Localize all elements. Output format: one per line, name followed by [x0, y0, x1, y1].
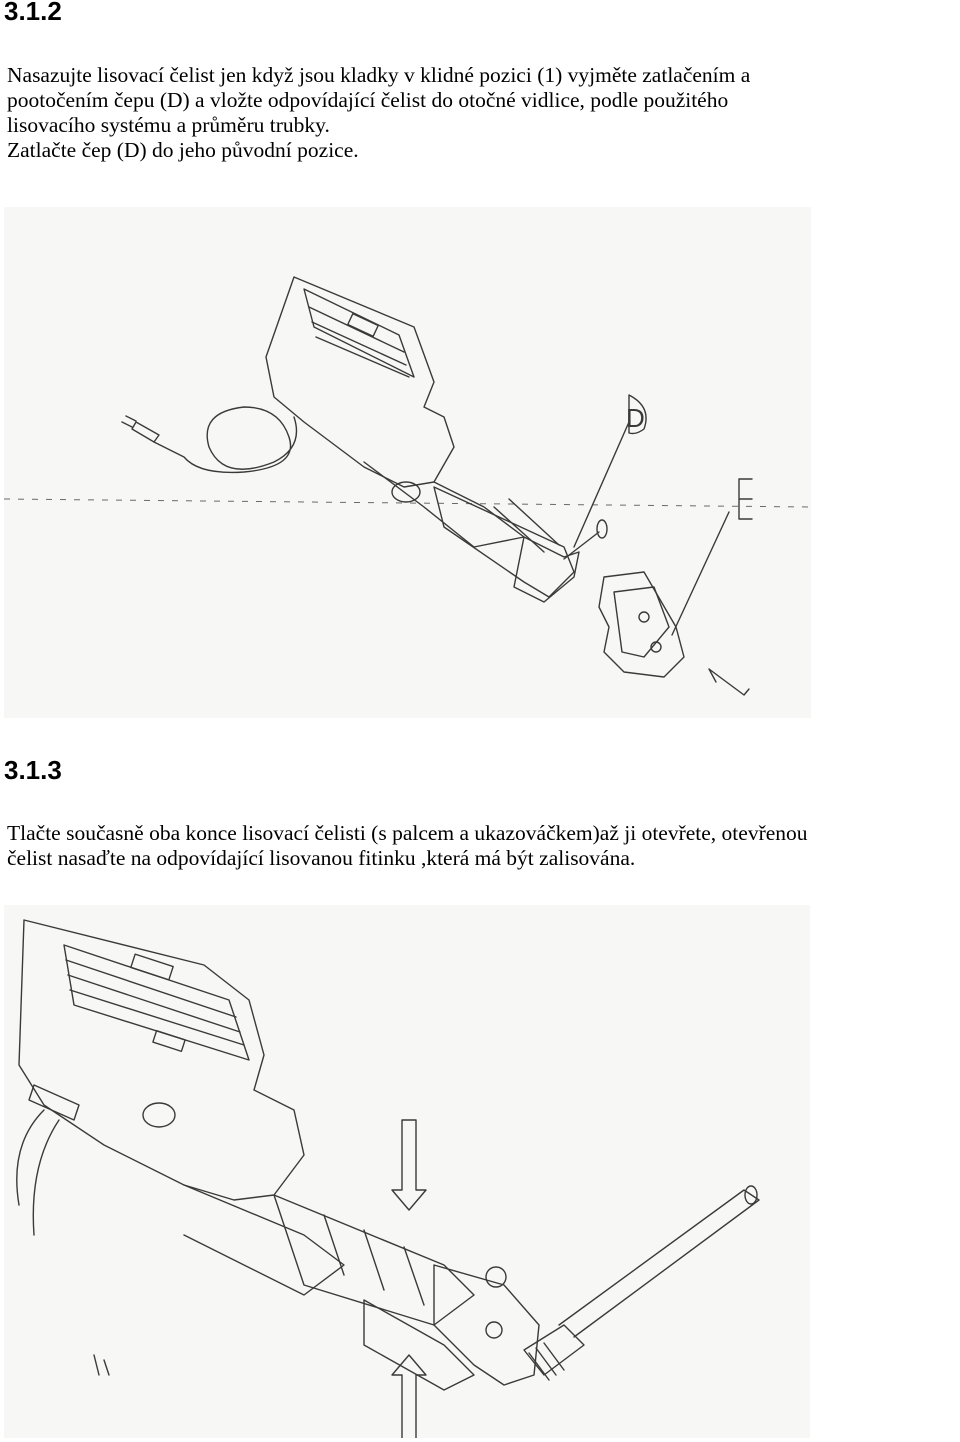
- instruction-paragraph-3-1-2: Nasazujte lisovací čelist jen když jsou …: [7, 63, 750, 163]
- paragraph-line: pootočením čepu (D) a vložte odpovídajíc…: [7, 88, 729, 112]
- instruction-paragraph-3-1-3: Tlačte současně oba konce lisovací čelis…: [7, 821, 808, 871]
- paragraph-line: Tlačte současně oba konce lisovací čelis…: [7, 821, 808, 845]
- paragraph-line: Nasazujte lisovací čelist jen když jsou …: [7, 63, 751, 87]
- paragraph-line: lisovacího systému a průměru trubky.: [7, 113, 330, 137]
- press-tool-drawing: D E: [4, 276, 811, 696]
- paragraph-line: Zatlačte čep (D) do jeho původní pozice.: [7, 138, 359, 162]
- label-d: D: [626, 403, 645, 433]
- paragraph-line: čelist nasaďte na odpovídající lisovanou…: [7, 846, 636, 870]
- figure-jaw-insertion-drawing: D E: [4, 207, 811, 718]
- figure-jaw-opening-drawing: [4, 905, 810, 1438]
- section-heading-3-1-3: 3.1.3: [4, 755, 62, 785]
- press-tool-closeup-drawing: [16, 919, 760, 1438]
- section-heading-3-1-2: 3.1.2: [4, 0, 62, 26]
